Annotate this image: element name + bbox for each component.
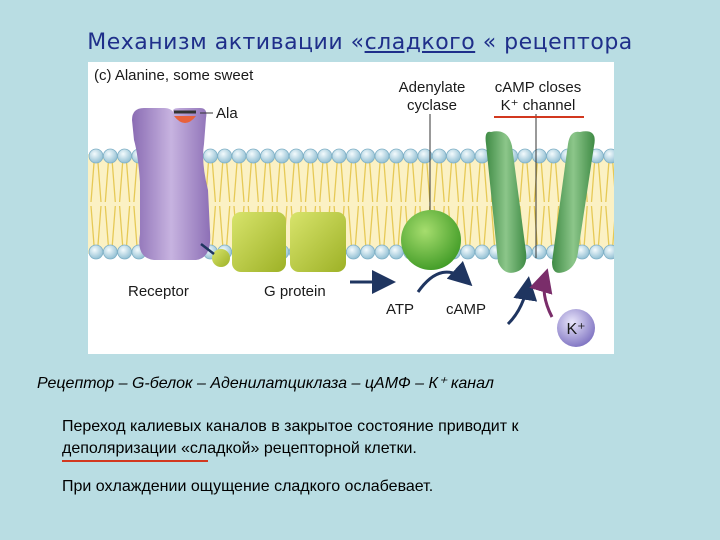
slide-title: Механизм активации «сладкого « рецептора	[0, 30, 720, 55]
lipid-head	[389, 149, 403, 163]
lipid-head	[461, 149, 475, 163]
lipid-head	[532, 149, 546, 163]
potassium-ion: K⁺	[557, 309, 595, 347]
adenylate-label-line1: Adenylate	[399, 79, 466, 96]
lipid-head	[361, 245, 375, 259]
g-protein-label: G protein	[264, 283, 326, 300]
lipid-head	[275, 149, 289, 163]
camp-closes-label-line2: K⁺ channel	[501, 97, 576, 114]
lipid-head	[346, 149, 360, 163]
title-highlight: сладкого	[365, 30, 476, 55]
ala-label: Ala	[216, 105, 238, 122]
lipid-head	[475, 245, 489, 259]
lipid-head	[518, 149, 532, 163]
title-suffix: « рецептора	[475, 30, 633, 55]
lipid-head	[246, 149, 260, 163]
lipid-head	[604, 149, 614, 163]
k-efflux-arrow	[544, 274, 552, 317]
adenylate-label-line2: cyclase	[407, 97, 457, 114]
lipid-head	[361, 149, 375, 163]
lipid-head	[447, 149, 461, 163]
camp-closes-label-line1: cAMP closes	[495, 79, 581, 96]
lipid-head	[103, 245, 117, 259]
lipid-head	[404, 149, 418, 163]
receptor-label: Receptor	[128, 283, 189, 300]
paragraph-cooling: При охлаждении ощущение сладкого ослабев…	[62, 476, 433, 498]
depolarization-underline	[62, 460, 208, 462]
pathway-chain-text: Рецептор – G-белок – Аденилатциклаза – ц…	[37, 373, 494, 393]
lipid-head	[375, 245, 389, 259]
lipid-head	[232, 149, 246, 163]
lipid-head	[103, 149, 117, 163]
lipid-head	[461, 245, 475, 259]
lipid-head	[261, 149, 275, 163]
figure-canvas: K⁺ (c) Alanine, some sweet Ala Adenylate…	[88, 62, 614, 354]
lipid-head	[89, 149, 103, 163]
paragraph-depolarization-line2: деполяризации «сладкой» рецепторной клет…	[62, 438, 662, 460]
receptor-protein	[132, 108, 210, 260]
lipid-head	[218, 149, 232, 163]
lipid-head	[318, 149, 332, 163]
lipid-head	[547, 149, 561, 163]
lipid-head	[346, 245, 360, 259]
lipid-head	[289, 149, 303, 163]
lipid-head	[389, 245, 403, 259]
lipid-head	[304, 149, 318, 163]
title-prefix: Механизм активации «	[87, 30, 364, 55]
lipid-head	[89, 245, 103, 259]
lipid-head	[375, 149, 389, 163]
lipid-head	[332, 149, 346, 163]
lipid-head	[590, 245, 604, 259]
paragraph-depolarization-line1: Переход калиевых каналов в закрытое сост…	[62, 416, 662, 438]
camp-label: cAMP	[446, 301, 486, 318]
k-ion-label: K⁺	[566, 321, 585, 338]
lipid-head	[203, 149, 217, 163]
lipid-head	[432, 149, 446, 163]
lipid-head	[118, 245, 132, 259]
paragraph-depolarization: Переход калиевых каналов в закрытое сост…	[62, 416, 662, 460]
lipid-head	[604, 245, 614, 259]
panel-label: (c) Alanine, some sweet	[94, 67, 254, 84]
atp-label: ATP	[386, 301, 414, 318]
lipid-head	[118, 149, 132, 163]
sweet-receptor-figure: K⁺ (c) Alanine, some sweet Ala Adenylate…	[88, 62, 614, 354]
g-protein	[212, 212, 346, 272]
lipid-head	[532, 245, 546, 259]
